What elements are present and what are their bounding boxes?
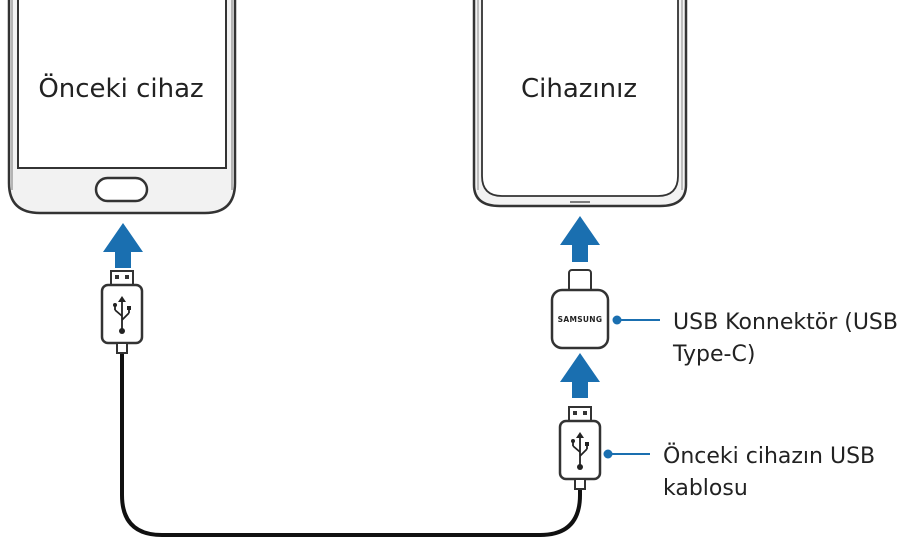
home-button: [94, 176, 149, 203]
usb-plug-right: [558, 406, 602, 490]
connector-callout-line1: USB Konnektör (USB: [673, 310, 898, 335]
cable-callout: Önceki cihazın USB kablosu: [603, 443, 875, 501]
usb-type-c-connector: SAMSUNG: [550, 269, 610, 350]
connector-brand-logo: SAMSUNG: [558, 315, 603, 324]
cable-callout-line2: kablosu: [663, 476, 748, 501]
previous-device-label: Önceki cihaz: [38, 72, 203, 104]
arrow-up-to-previous-device: [103, 223, 143, 268]
connector-callout: USB Konnektör (USB Type-C): [612, 310, 898, 367]
connector-callout-line2: Type-C): [672, 342, 755, 367]
your-device: Cihazınız: [472, 0, 688, 208]
cable-callout-line1: Önceki cihazın USB: [663, 443, 875, 469]
usb-plug-left: [100, 270, 144, 354]
previous-device: Önceki cihaz: [7, 0, 237, 215]
your-device-label: Cihazınız: [521, 74, 637, 104]
arrow-up-to-your-device: [560, 216, 600, 262]
arrow-up-to-connector: [560, 353, 600, 398]
usb-cable-wire: [120, 354, 582, 537]
